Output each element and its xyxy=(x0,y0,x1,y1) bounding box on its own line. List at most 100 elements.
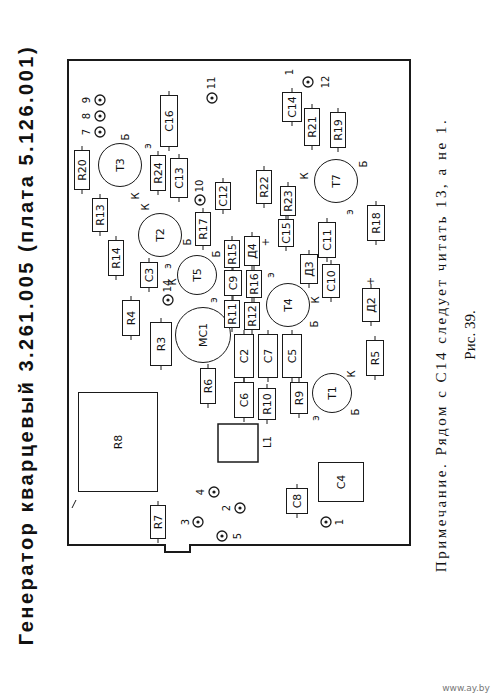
component-box: R22 xyxy=(256,170,272,204)
component-circle: MC1 xyxy=(175,307,231,363)
part-designator: T3 xyxy=(115,158,126,172)
component-box: Д4 xyxy=(244,236,260,266)
part-designator: C11 xyxy=(322,229,333,251)
figure-caption: Рис. 39. xyxy=(463,310,478,359)
pin-letter: э xyxy=(266,272,276,278)
component-box: R5 xyxy=(366,340,384,376)
component-circle: T1 xyxy=(312,373,352,413)
part-designator: R17 xyxy=(198,218,209,240)
lead-wire xyxy=(264,204,265,208)
component-box: C8 xyxy=(286,488,308,514)
terminal-number: 10 xyxy=(195,180,205,193)
part-designator: C10 xyxy=(326,270,337,292)
terminal-number: 2 xyxy=(222,505,232,511)
component-box: Д3 xyxy=(300,254,318,284)
component-box: R3 xyxy=(150,322,172,366)
lead-wire xyxy=(267,420,268,424)
part-designator: T5 xyxy=(192,268,203,282)
part-designator: C12 xyxy=(218,185,229,207)
lead-wire xyxy=(338,148,339,152)
terminal-number: 11 xyxy=(207,77,217,90)
component-circle: T7 xyxy=(314,159,358,203)
component-circle: T3 xyxy=(98,143,142,187)
component-box: R8 xyxy=(78,392,158,492)
lead-wire xyxy=(312,146,313,150)
pin-letter: Б xyxy=(351,409,361,416)
part-designator: C9 xyxy=(228,276,239,291)
pin-letter: К xyxy=(131,192,141,199)
lead-wire xyxy=(149,288,150,292)
component-box: R4 xyxy=(122,300,140,336)
lead-wire xyxy=(268,378,269,382)
pin-letter: Б xyxy=(183,239,193,246)
part-designator: Д2 xyxy=(366,297,377,313)
component-box: C11 xyxy=(318,222,336,258)
terminal-number: 12 xyxy=(321,76,331,89)
part-designator: R15 xyxy=(227,243,238,265)
pin-letter: э xyxy=(311,415,321,421)
part-designator: R10 xyxy=(262,393,273,415)
part-designator: C14 xyxy=(287,96,298,118)
component-box: R24 xyxy=(150,155,166,191)
part-designator: R14 xyxy=(111,247,122,269)
component-box: R23 xyxy=(280,186,296,216)
terminal-number: 3 xyxy=(181,519,191,525)
lead-wire xyxy=(297,514,298,518)
component-box: C9 xyxy=(224,270,242,296)
terminal-number: 5 xyxy=(233,533,243,539)
part-designator: MC1 xyxy=(198,323,209,347)
lead-wire xyxy=(82,190,83,194)
component-circle: T4 xyxy=(266,283,310,327)
component-box: C4 xyxy=(318,462,364,502)
part-designator: R24 xyxy=(153,162,164,184)
part-designator: C2 xyxy=(239,349,250,364)
page-note: Примечание. Рядом с С14 следует читать 1… xyxy=(434,118,449,572)
component-box: C7 xyxy=(258,334,278,378)
component-box: R17 xyxy=(195,212,211,246)
component-box: R14 xyxy=(108,240,124,276)
part-designator: T7 xyxy=(331,174,342,188)
board-mark xyxy=(72,500,76,508)
lead-wire xyxy=(179,198,180,202)
part-designator: C15 xyxy=(281,222,292,244)
part-designator: L1 xyxy=(263,436,273,448)
part-designator: C5 xyxy=(287,349,298,364)
lead-wire xyxy=(208,404,209,408)
part-designator: Д3 xyxy=(304,261,315,277)
part-designator: C16 xyxy=(164,110,175,132)
lead-wire xyxy=(100,232,101,236)
part-designator: R21 xyxy=(307,116,318,138)
part-designator: R18 xyxy=(371,212,382,234)
terminal-number: 1 xyxy=(335,519,345,525)
watermark: www.ay.by xyxy=(442,684,490,693)
component-box: C3 xyxy=(140,262,158,288)
pin-letter: Б xyxy=(212,251,222,258)
lead-wire xyxy=(232,328,233,332)
terminal-number: 1 xyxy=(285,69,295,75)
lead-wire xyxy=(161,366,162,370)
lead-wire xyxy=(158,191,159,195)
component-box: R16 xyxy=(246,270,262,298)
component-circle: T5 xyxy=(177,255,217,295)
part-designator: C6 xyxy=(239,393,250,408)
lead-wire xyxy=(299,414,300,418)
lead-wire xyxy=(131,336,132,340)
lead-wire xyxy=(309,284,310,288)
part-designator: R8 xyxy=(113,435,124,450)
part-designator: R5 xyxy=(370,351,381,366)
lead-wire xyxy=(244,418,245,422)
pin-letter: К xyxy=(141,203,151,210)
lead-wire xyxy=(158,539,159,543)
part-designator: T2 xyxy=(155,228,166,242)
part-designator: R3 xyxy=(156,337,167,352)
component-box: R11 xyxy=(224,300,240,328)
lead-wire xyxy=(327,258,328,262)
polarity-mark: + xyxy=(366,277,376,285)
pin-letter: э xyxy=(163,263,173,269)
inductor-body xyxy=(218,424,258,462)
pin-letter: Б xyxy=(121,134,131,141)
component-box: R20 xyxy=(74,150,90,190)
pin-letter: К xyxy=(311,296,321,303)
lead-wire xyxy=(116,276,117,280)
component-box: R21 xyxy=(304,108,320,146)
